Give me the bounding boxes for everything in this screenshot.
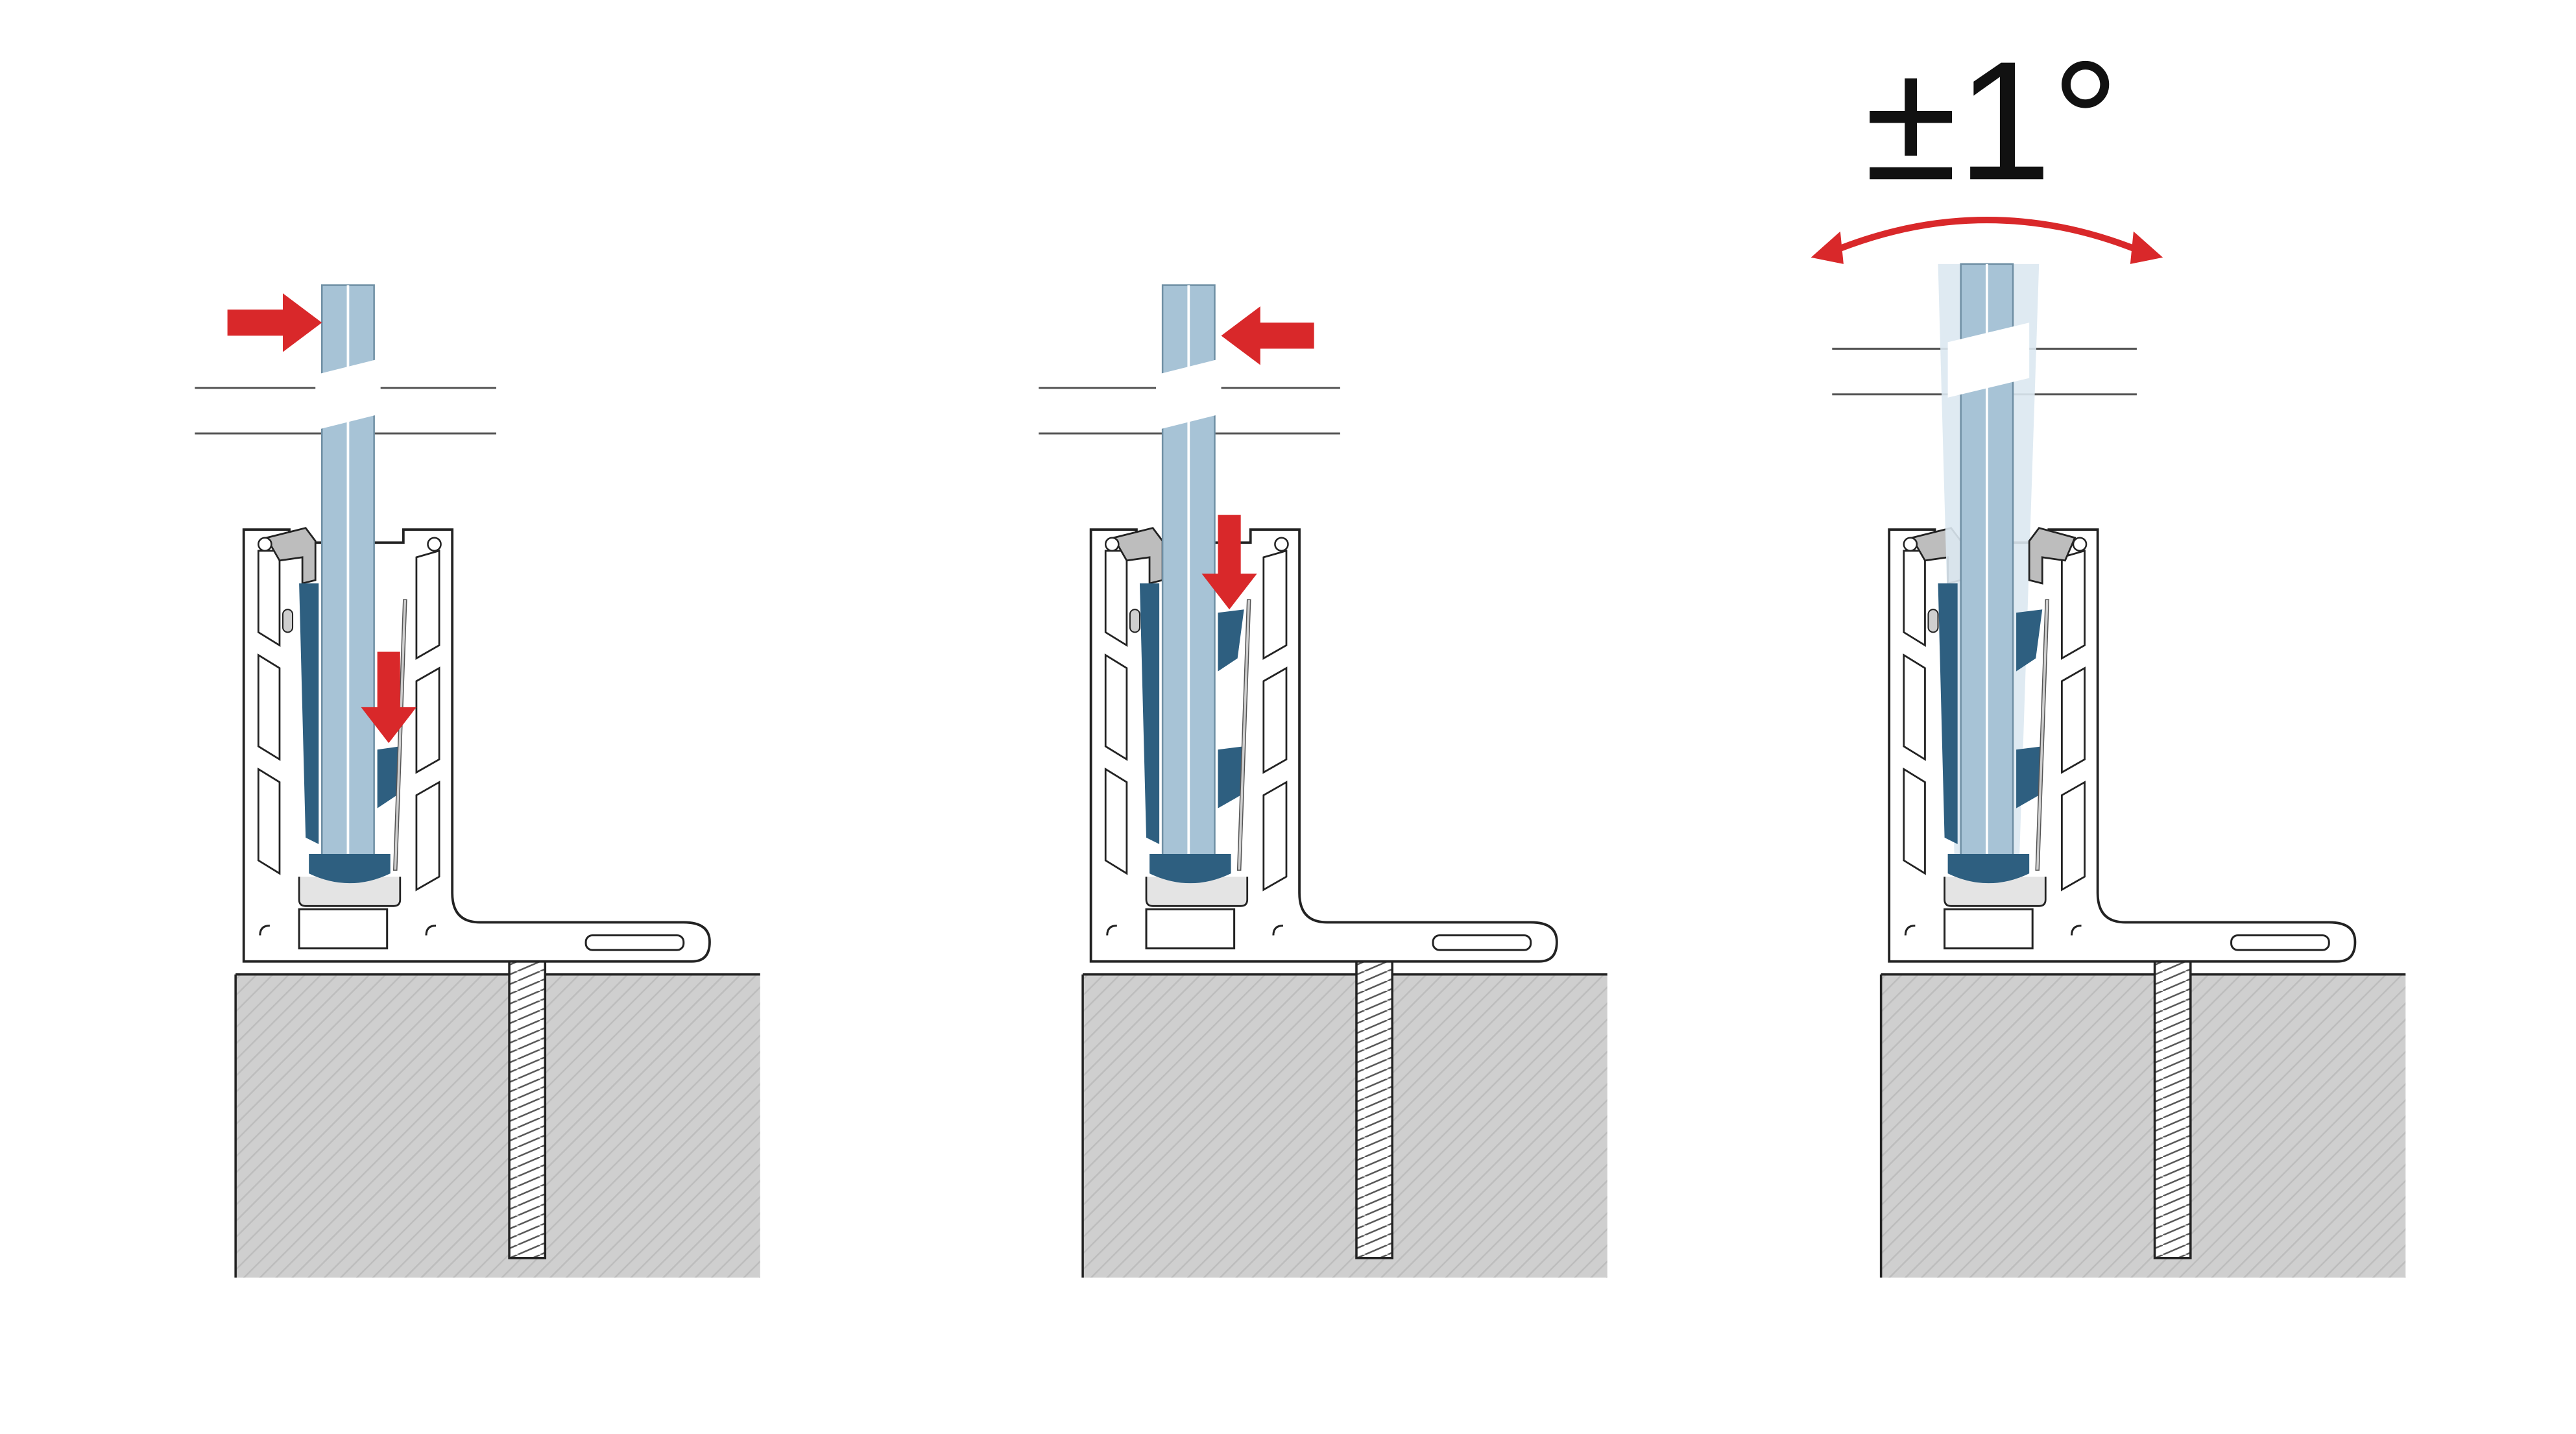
panel-step-1 xyxy=(195,284,762,1279)
press-down-icon xyxy=(1201,515,1257,610)
tilt-angle-label: ±1° xyxy=(1864,27,2119,215)
push-left-icon xyxy=(1221,306,1314,365)
tilt-arc-icon xyxy=(1811,217,2163,264)
panel-step-2 xyxy=(1039,284,1609,1279)
glass-pane xyxy=(315,284,381,857)
gasket xyxy=(299,583,400,884)
gasket xyxy=(1938,583,2043,884)
glass-pane xyxy=(1156,284,1222,857)
panel-step-3: ±1° xyxy=(1811,27,2407,1279)
push-right-icon xyxy=(227,293,322,352)
gasket xyxy=(1139,583,1244,884)
glass-pane xyxy=(1947,263,2030,857)
press-down-icon xyxy=(361,651,416,744)
